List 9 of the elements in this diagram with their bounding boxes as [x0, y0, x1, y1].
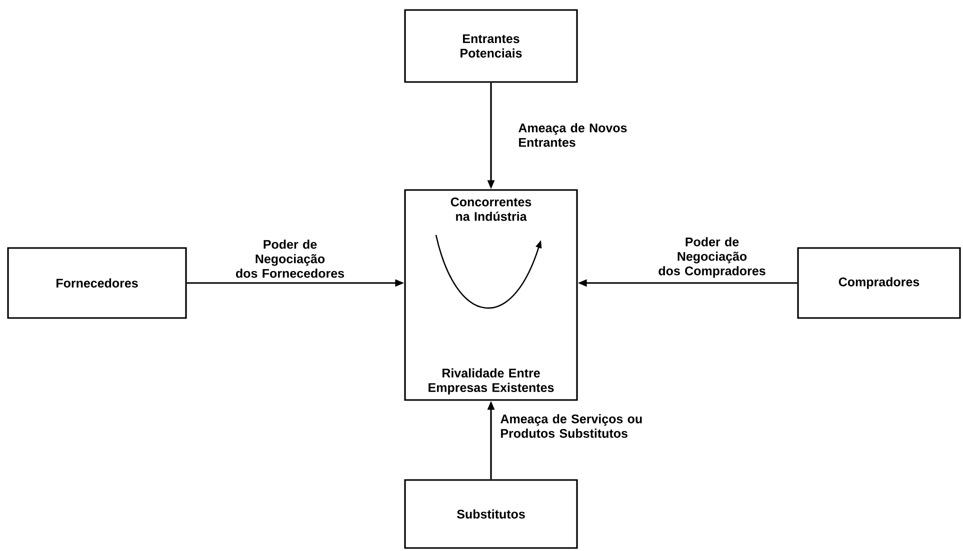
edge-label: Poder de Negociação dos Fornecedores [236, 240, 344, 278]
rivalry-box: Concorrentes na Indústria Rivalidade Entre Empresas Existentes [404, 189, 578, 401]
force-box: Compradores [797, 247, 961, 319]
edge-label: Ameaça de Novos Entrantes [518, 123, 627, 147]
force-box: Substitutos [404, 479, 578, 549]
edge-label: Ameaça de Serviços ou Produtos Substitutos [500, 414, 642, 438]
force-box: Fornecedores [7, 247, 187, 319]
force-box: Entrantes Potenciais [404, 9, 578, 83]
edge-label: Poder de Negociação dos Compradores [658, 237, 766, 278]
